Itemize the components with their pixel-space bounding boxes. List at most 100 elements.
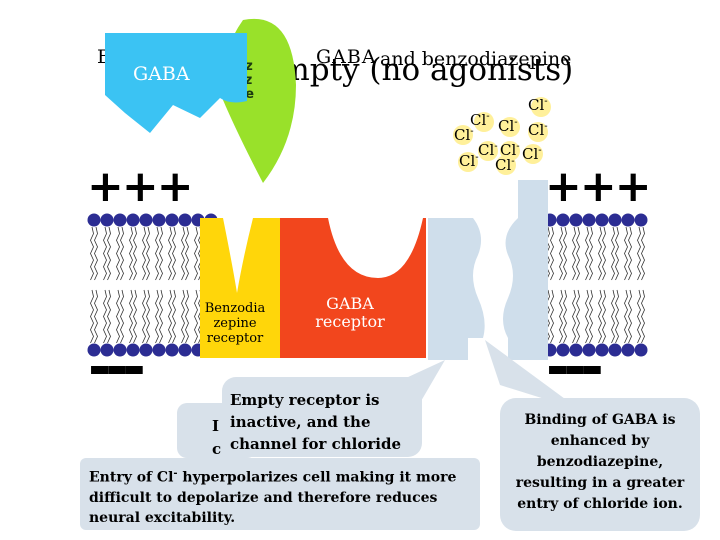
lipid-tail	[90, 289, 94, 344]
chloride-ion-symbol: Cl	[454, 126, 471, 144]
lipid-tail	[637, 226, 641, 281]
lipid-tail	[615, 289, 619, 344]
lipid-bilayer-left	[87, 213, 218, 357]
lipid-head	[113, 213, 127, 227]
lipid-head	[139, 213, 153, 227]
chloride-ion: Cl-	[478, 141, 498, 159]
chloride-entry-rest: hyperpolarizes cell making it more diffi…	[89, 469, 457, 526]
title-fragment-gaba: GABA	[316, 46, 377, 68]
lipid-tail	[94, 289, 98, 344]
empty-receptor-text: Empty receptor is inactive, and the chan…	[230, 389, 420, 455]
lipid-tail	[602, 289, 606, 344]
lipid-head	[634, 213, 648, 227]
lipid-tail	[159, 226, 163, 281]
lipid-tail	[598, 289, 602, 344]
chloride-ion-charge: -	[486, 111, 490, 122]
empty-receptor-line-1: Empty receptor is inactive, and the	[230, 391, 380, 431]
lipid-tail	[611, 226, 615, 281]
lipid-head	[621, 213, 635, 227]
chloride-ion-symbol: Cl	[459, 152, 476, 170]
lipid-tail	[589, 226, 593, 281]
lipid-head	[100, 213, 114, 227]
lipid-tail	[146, 289, 150, 344]
chloride-ion-charge: -	[494, 141, 498, 152]
lipid-tail	[155, 226, 159, 281]
chloride-ion-charge: -	[544, 121, 548, 132]
lipid-tail	[107, 226, 111, 281]
chloride-ion-symbol: Cl	[522, 145, 539, 163]
chloride-ion: Cl-	[454, 126, 474, 144]
chloride-ion-symbol: Cl	[470, 111, 487, 129]
chloride-ion-charge: -	[544, 96, 548, 107]
lipid-tail	[103, 289, 107, 344]
hidden-callout-lead-2: c	[212, 440, 222, 458]
lipid-tail	[168, 226, 172, 281]
lipid-tail	[90, 226, 94, 281]
lipid-bilayer-right	[543, 213, 648, 357]
lipid-head	[556, 343, 570, 357]
lipid-head	[126, 343, 140, 357]
chloride-entry-text: Entry of Cl- hyperpolarizes cell making …	[89, 464, 474, 528]
lipid-tail	[168, 289, 172, 344]
lipid-tail	[585, 289, 589, 344]
lipid-tail	[615, 226, 619, 281]
lipid-tail	[641, 226, 645, 281]
lipid-tail	[94, 226, 98, 281]
lipid-tail	[550, 289, 554, 344]
lipid-tail	[572, 289, 576, 344]
chloride-entry-lead: Entry of Cl	[89, 469, 174, 486]
chloride-ion-symbol: Cl	[478, 141, 495, 159]
lipid-head	[582, 213, 596, 227]
lipid-tail	[120, 226, 124, 281]
lipid-head	[569, 343, 583, 357]
lipid-head	[621, 343, 635, 357]
chloride-entry-callout	[80, 458, 480, 530]
hidden-callout-behind	[177, 403, 257, 458]
chloride-ion: Cl-	[528, 121, 548, 139]
lipid-tail	[572, 226, 576, 281]
lipid-tail	[559, 289, 563, 344]
chloride-ion-charge: -	[475, 152, 479, 163]
lipid-tail	[624, 226, 628, 281]
lipid-head	[165, 213, 179, 227]
gaba-molecule	[105, 33, 247, 133]
lipid-tail	[628, 226, 632, 281]
lipid-head	[608, 213, 622, 227]
lipid-tail	[142, 289, 146, 344]
lipid-tail	[641, 289, 645, 344]
lipid-head	[595, 213, 609, 227]
lipid-tail	[116, 289, 120, 344]
lipid-tail	[194, 226, 198, 281]
lipid-head	[582, 343, 596, 357]
lipid-head	[100, 343, 114, 357]
lipid-tail	[155, 289, 159, 344]
lipid-tail	[194, 289, 198, 344]
lipid-head	[178, 213, 192, 227]
cell-membrane	[87, 213, 648, 357]
lipid-tail	[598, 226, 602, 281]
lipid-head	[152, 343, 166, 357]
lipid-tail	[172, 289, 176, 344]
gaba-binding-callout	[500, 398, 700, 531]
binding-callout-tail	[485, 340, 580, 410]
chloride-ion: Cl-	[500, 141, 520, 159]
chloride-ion: Cl-	[498, 117, 518, 135]
lipid-tail	[550, 226, 554, 281]
lipid-tail	[116, 226, 120, 281]
chloride-ion: Cl-	[522, 145, 542, 163]
lipid-tail	[129, 226, 133, 281]
benzodiazepine-receptor-label: Benzodia zepine receptor	[204, 301, 266, 346]
lipid-tail	[133, 289, 137, 344]
gaba-receptor-label: GABA receptor	[315, 294, 385, 332]
lipid-tail	[563, 226, 567, 281]
lipid-tail	[559, 226, 563, 281]
positive-charge-right: +++	[545, 161, 652, 212]
empty-receptor-line-2: channel for chloride	[230, 435, 401, 453]
lipid-head	[152, 213, 166, 227]
title-empty-no-agonists: empty (no agonists)	[262, 52, 574, 88]
lipid-head	[126, 213, 140, 227]
lipid-tail	[133, 226, 137, 281]
chloride-ion: Cl-	[470, 111, 490, 129]
lipid-tail	[185, 226, 189, 281]
lipid-tail	[120, 289, 124, 344]
